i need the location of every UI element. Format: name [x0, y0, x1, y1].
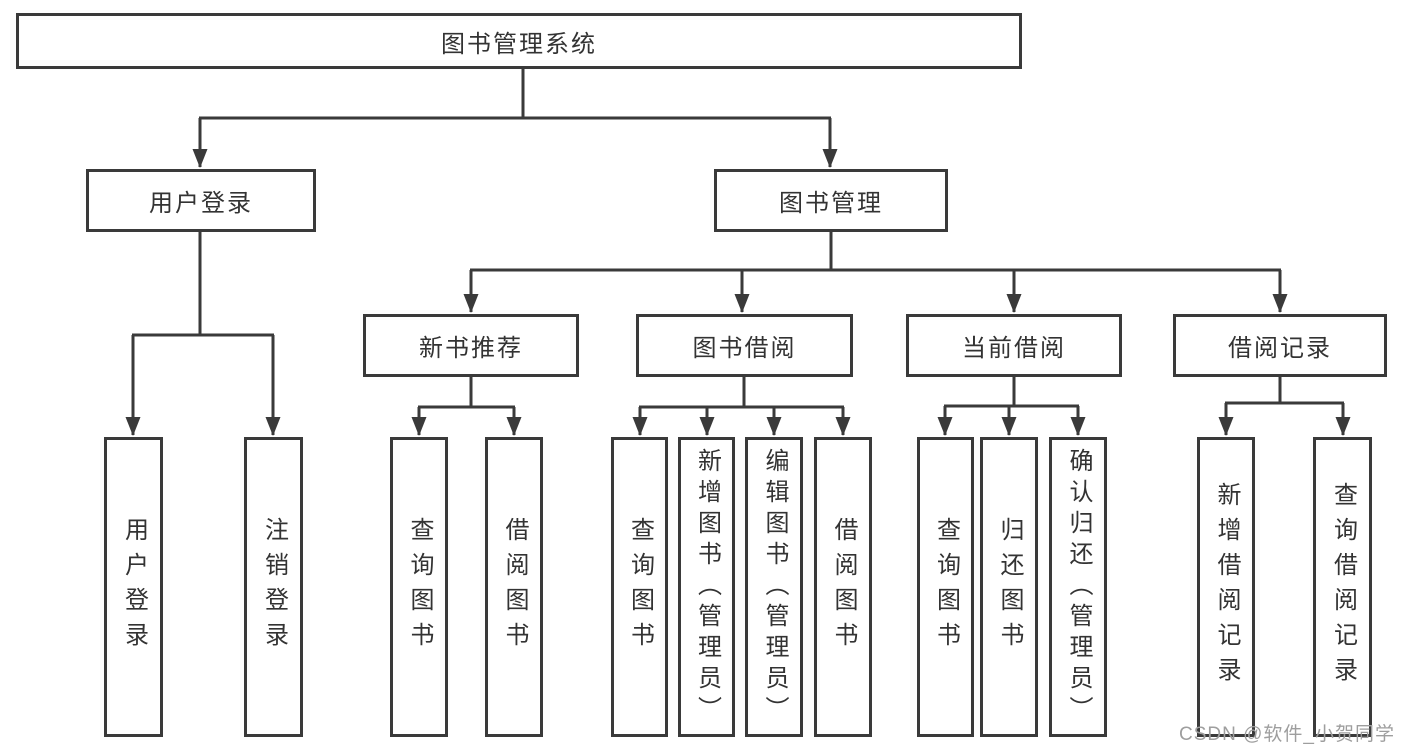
leaf-query-books-recommend: 查询图书	[390, 437, 448, 737]
leaf-borrow-books-label: 借阅图书	[830, 517, 857, 657]
connector-current-borrow	[937, 377, 1086, 436]
leaf-add-books-admin-label: 新增图书（管理员）	[693, 447, 721, 727]
connector-new-book-recommend	[411, 377, 522, 436]
leaf-query-books-borrow-label: 查询图书	[626, 517, 654, 657]
leaf-user-login-label: 用户登录	[120, 517, 148, 657]
leaf-user-login: 用户登录	[104, 437, 163, 737]
leaf-return-books: 归还图书	[980, 437, 1038, 737]
leaf-query-books-recommend-label: 查询图书	[406, 517, 433, 657]
leaf-query-borrow-record-label: 查询借阅记录	[1329, 482, 1357, 692]
connector-book-borrow	[632, 377, 851, 436]
leaf-query-books-borrow: 查询图书	[611, 437, 668, 737]
connector-borrow-records	[1218, 377, 1351, 436]
node-library-system: 图书管理系统	[16, 13, 1022, 69]
connector-user-login	[125, 232, 281, 436]
leaf-edit-books-admin: 编辑图书（管理员）	[745, 437, 803, 737]
leaf-add-borrow-record-label: 新增借阅记录	[1213, 482, 1240, 692]
leaf-borrow-books: 借阅图书	[814, 437, 872, 737]
node-borrow-records: 借阅记录	[1173, 314, 1387, 377]
leaf-return-books-label: 归还图书	[996, 517, 1023, 657]
leaf-confirm-return-admin-label: 确认归还（管理员）	[1065, 447, 1092, 727]
leaf-query-borrow-record: 查询借阅记录	[1313, 437, 1372, 737]
leaf-query-books-current-label: 查询图书	[932, 517, 960, 657]
node-new-book-recommend: 新书推荐	[363, 314, 579, 377]
leaf-logout-login: 注销登录	[244, 437, 303, 737]
leaf-borrow-books-recommend: 借阅图书	[485, 437, 543, 737]
leaf-logout-login-label: 注销登录	[260, 517, 288, 657]
leaf-add-books-admin: 新增图书（管理员）	[678, 437, 735, 737]
node-book-management: 图书管理	[714, 169, 948, 232]
connector-book-management	[463, 232, 1288, 313]
csdn-watermark: CSDN @软件_小贺同学	[1179, 724, 1395, 745]
leaf-borrow-books-recommend-label: 借阅图书	[501, 517, 528, 657]
node-book-borrow: 图书借阅	[636, 314, 853, 377]
leaf-edit-books-admin-label: 编辑图书（管理员）	[761, 447, 788, 727]
node-user-login: 用户登录	[86, 169, 316, 232]
connector-root	[192, 69, 838, 168]
leaf-add-borrow-record: 新增借阅记录	[1197, 437, 1255, 737]
leaf-query-books-current: 查询图书	[917, 437, 974, 737]
node-current-borrow: 当前借阅	[906, 314, 1122, 377]
leaf-confirm-return-admin: 确认归还（管理员）	[1049, 437, 1107, 737]
